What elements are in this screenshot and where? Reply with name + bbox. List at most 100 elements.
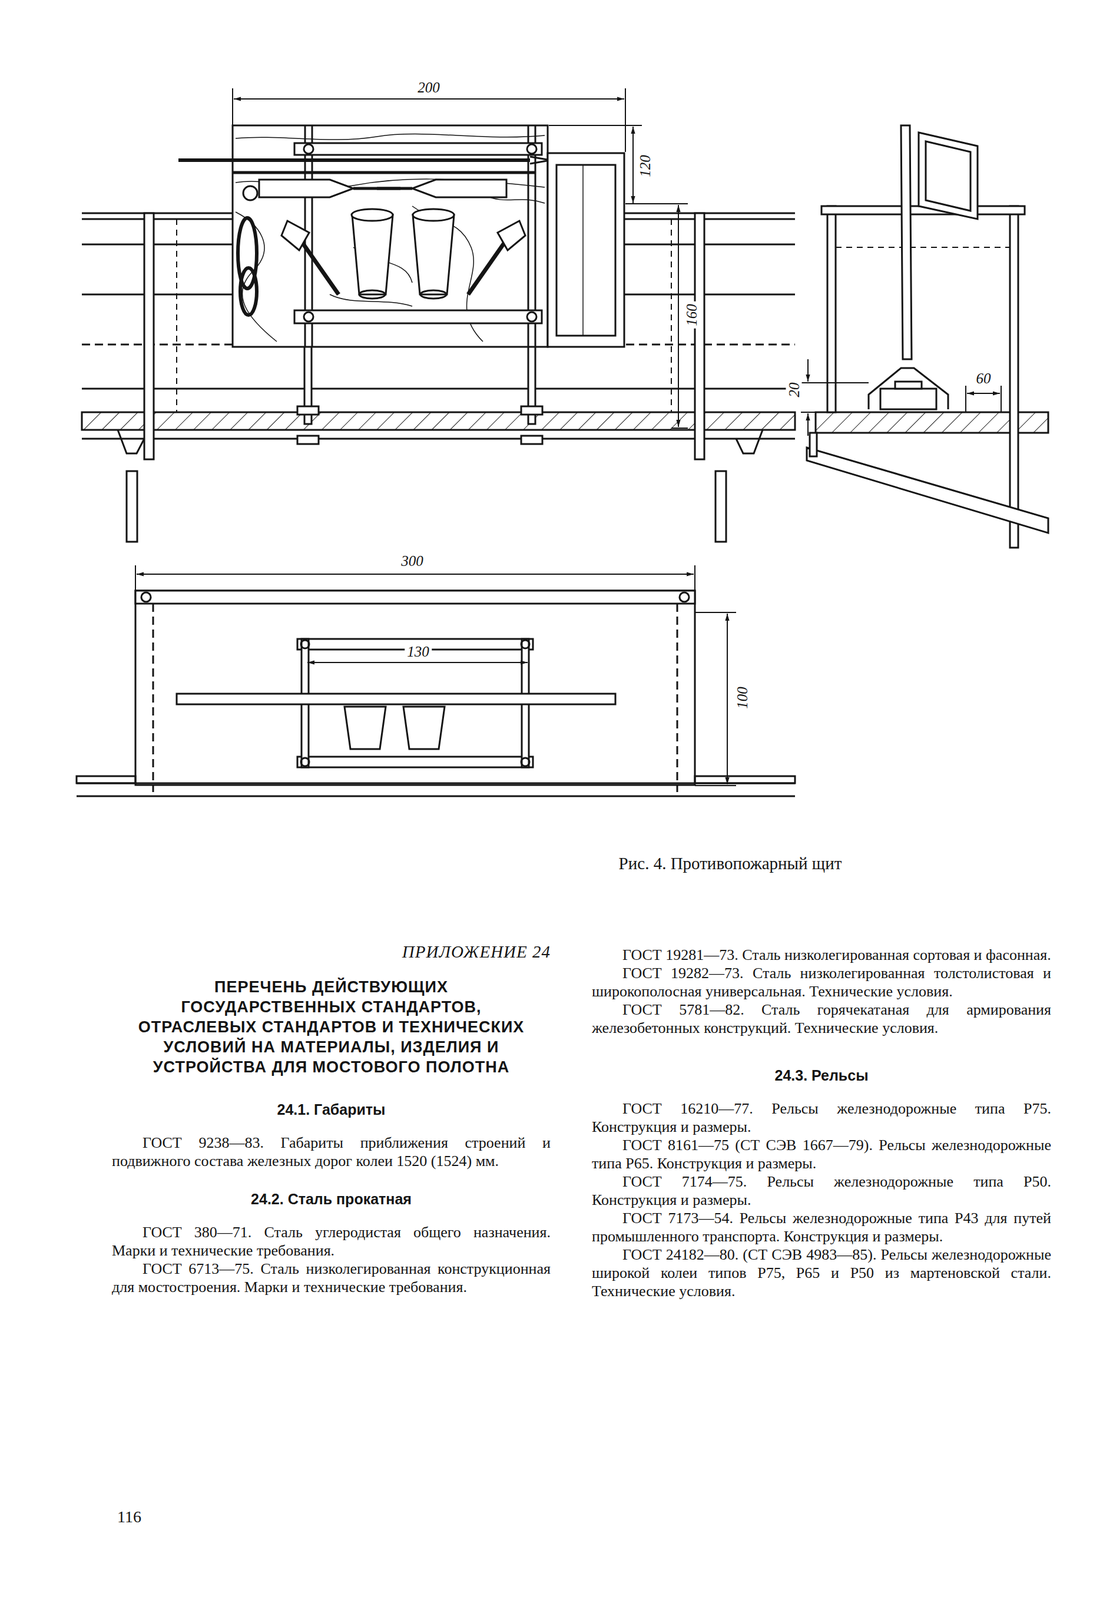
side-view-part: [835, 246, 1010, 248]
side-view-part: [868, 368, 949, 410]
girder-lines-part: [81, 388, 795, 390]
dimension-lines-part: [136, 573, 694, 575]
right-column: ГОСТ 19281—73. Сталь низколегированная с…: [591, 945, 1052, 1301]
shield-board-part: [303, 144, 314, 154]
dimension-lines-part: [807, 413, 809, 436]
shield-supports-part: [297, 435, 319, 445]
tools-part: [359, 290, 386, 299]
shield-board-part: [527, 312, 537, 322]
tools-part: [240, 267, 257, 316]
plan-view-part: [403, 706, 445, 750]
dimension-label: 200: [415, 79, 443, 96]
side-panel-part: [556, 164, 616, 336]
side-view-part: [925, 141, 971, 211]
tools-part: [412, 209, 455, 221]
shield-supports-part: [521, 435, 543, 445]
deck-slab-part: [81, 412, 795, 430]
standard-entry: ГОСТ 5781—82. Сталь горячекатаная для ар…: [591, 1000, 1052, 1038]
dimension-lines-part: [632, 126, 634, 204]
standard-entry: ГОСТ 9238—83. Габариты приближения строе…: [111, 1133, 551, 1171]
girder-lines-part: [176, 219, 178, 413]
side-view-part: [809, 432, 817, 457]
tools-part: [497, 220, 526, 251]
deck-slab-part: [81, 438, 795, 440]
dimension-label: 300: [398, 552, 426, 569]
section-heading: 24.1. Габариты: [111, 1100, 551, 1119]
plan-view-part: [694, 776, 795, 784]
standard-entry: ГОСТ 8161—75 (СТ СЭВ 1667—79). Рельсы же…: [591, 1135, 1052, 1173]
plan-view-part: [300, 640, 310, 649]
dimension-lines-part: [726, 613, 728, 785]
side-view-part: [1009, 206, 1019, 548]
plan-view: [76, 565, 795, 797]
tools-part: [352, 214, 393, 295]
dimension-label: 130: [404, 643, 432, 660]
dimension-lines: [135, 565, 737, 786]
side-panel-part: [582, 164, 584, 336]
plan-view-part: [521, 757, 530, 767]
dimension-label: 160: [683, 301, 700, 329]
tools-part: [178, 158, 530, 162]
shield-board-part: [294, 143, 542, 155]
dimension-lines-part: [677, 204, 679, 427]
standard-entry: ГОСТ 380—71. Сталь углеродистая общего н…: [111, 1223, 551, 1260]
tools-part: [376, 187, 413, 191]
dimension-lines-part: [1000, 385, 1002, 413]
railing-posts-part: [144, 213, 154, 460]
plan-view-part: [76, 782, 795, 785]
dimension-lines-part: [625, 203, 688, 205]
railing-posts-part: [694, 213, 705, 460]
plan-view-part: [521, 640, 530, 649]
front-view: [81, 88, 795, 542]
page-number: 116: [117, 1507, 142, 1527]
tools-part: [232, 171, 536, 175]
plan-view-part: [176, 693, 616, 705]
plan-view-part: [76, 795, 795, 798]
plan-view-part: [676, 603, 679, 793]
dimension-lines-part: [671, 427, 688, 429]
side-view: [800, 125, 1049, 548]
side-panel: [547, 153, 625, 347]
tools-part: [420, 290, 447, 299]
dimension-label: 20: [786, 380, 803, 400]
dimension-label: 120: [637, 152, 654, 180]
appendix-title: ПЕРЕЧЕНЬ ДЕЙСТВУЮЩИХ ГОСУДАРСТВЕННЫХ СТА…: [129, 976, 533, 1078]
tools-part: [468, 235, 510, 295]
standard-entry: ГОСТ 7174—75. Рельсы железнодорожные тип…: [591, 1172, 1052, 1209]
girder-lines: [81, 213, 795, 413]
standard-entry: ГОСТ 7173—54. Рельсы железнодорожные тип…: [591, 1208, 1052, 1246]
plan-view-part: [141, 592, 151, 602]
dimension-lines: [232, 88, 688, 429]
dimension-label: 100: [734, 684, 751, 712]
shield-board-part: [294, 310, 542, 324]
dimension-label: 60: [974, 370, 994, 387]
side-view-part: [806, 447, 1049, 533]
deck-slab-part: [117, 429, 145, 454]
deck-slab: [81, 412, 795, 454]
side-view-part: [827, 206, 836, 413]
shield-board-part: [235, 134, 545, 140]
tools-part: [281, 220, 310, 251]
dimension-lines-part: [134, 565, 137, 591]
tools-part: [351, 209, 393, 221]
dimension-lines-part: [800, 411, 816, 413]
appendix-number: ПРИЛОЖЕНИЕ 24: [111, 942, 551, 962]
dimension-lines-part: [694, 565, 696, 591]
dimension-lines-part: [966, 392, 1000, 394]
section-heading: 24.2. Сталь прокатная: [111, 1190, 551, 1208]
plan-view-part: [76, 776, 136, 784]
tools-part: [259, 179, 354, 198]
side-view-part: [918, 132, 978, 220]
tools: [178, 156, 551, 316]
side-view-part: [901, 125, 912, 360]
shield-board-part: [303, 312, 314, 322]
plan-view-part: [679, 592, 689, 602]
plan-view-part: [135, 590, 695, 785]
tools-part: [412, 214, 455, 295]
tools-part: [297, 235, 339, 295]
dimension-lines-part: [965, 385, 967, 413]
shield-board-part: [235, 212, 277, 342]
plan-view-part: [152, 603, 155, 793]
plan-view-part: [344, 706, 386, 750]
